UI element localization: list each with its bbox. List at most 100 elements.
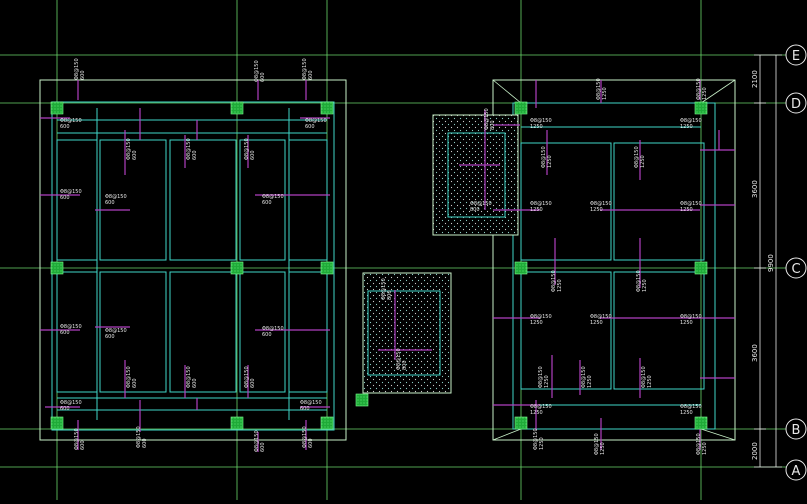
axis-grid [0, 0, 790, 500]
rebar-spec-text: Φ8@150 [530, 404, 552, 410]
rebar-length-text: 1250 [602, 87, 608, 100]
column-9 [514, 101, 528, 115]
rebar-spec-text: Φ8@150 [538, 366, 544, 388]
axis-label-a: A [792, 464, 801, 479]
rebar-length-text: 1250 [544, 375, 550, 388]
rebar-length-text: 600 [132, 378, 138, 388]
dim-text: 3600 [751, 180, 759, 198]
rebar-length-text: 1250 [547, 155, 553, 168]
rebar-spec-text: Φ8@150 [470, 201, 492, 207]
rebar-spec-text: Φ8@150 [680, 404, 702, 410]
rebar-spec-text: Φ8@150 [530, 201, 552, 207]
rebar-length-text: 600 [60, 195, 70, 201]
rebar-length-text: 1250 [640, 155, 646, 168]
axis-bubble-e [785, 44, 807, 66]
rebar-length-text: 600 [300, 406, 310, 412]
rebar-length-text: 600 [105, 200, 115, 206]
column-14 [694, 416, 708, 430]
dim-text: 3600 [751, 344, 759, 362]
rebar-length-text: 600 [250, 150, 256, 160]
rebar-length-text: 1250 [530, 124, 543, 130]
rebar-length-text: 1250 [647, 375, 653, 388]
rebar-spec-text: Φ8@150 [594, 433, 600, 455]
rebar-spec-text: Φ8@150 [105, 328, 127, 334]
rebar-length-text: 600 [80, 70, 86, 80]
rebar-length-text: 1250 [539, 437, 545, 450]
axis-bubble-b [785, 418, 807, 440]
rebar-spec-text: Φ8@150 [641, 366, 647, 388]
axis-bubble-c [785, 257, 807, 279]
axis-label-e: E [792, 49, 800, 64]
column-5 [320, 261, 334, 275]
rebar-spec-text: Φ8@150 [186, 366, 192, 388]
column-11 [514, 261, 528, 275]
left-building [39, 79, 347, 441]
dim-text: 2000 [751, 442, 759, 460]
rebar-length-text: 1250 [587, 375, 593, 388]
rebar-spec-text: Φ8@150 [381, 278, 387, 300]
rebar-spec-text: Φ8@150 [551, 270, 557, 292]
axis-label-d: D [791, 97, 801, 112]
rebar-spec-text: Φ8@150 [136, 426, 142, 448]
rebar-length-text: 1250 [530, 320, 543, 326]
rebar-length-text: 600 [262, 200, 272, 206]
column-1 [230, 101, 244, 115]
rebar-spec-text: Φ8@150 [60, 324, 82, 330]
rebar-length-text: 800 [470, 207, 480, 213]
rebar-spec-text: Φ8@150 [244, 138, 250, 160]
column-7 [230, 416, 244, 430]
rebar-length-text: 600 [250, 378, 256, 388]
rebar-spec-text: Φ8@150 [244, 366, 250, 388]
column-3 [50, 261, 64, 275]
rebar-spec-text: Φ8@150 [74, 58, 80, 80]
rebar-length-text: 600 [105, 334, 115, 340]
rebar-spec-text: Φ8@150 [126, 138, 132, 160]
axis-bubbles [785, 44, 807, 481]
rebar-length-text: 600 [308, 438, 314, 448]
rebar-spec-text: Φ8@150 [680, 314, 702, 320]
rebar-spec-text: Φ8@150 [60, 118, 82, 124]
rebar-length-text: 1250 [702, 442, 708, 455]
rebar-spec-text: Φ8@150 [484, 108, 490, 130]
rebar-spec-text: Φ8@150 [696, 433, 702, 455]
rebar-spec-text: Φ8@150 [636, 270, 642, 292]
rebar-length-text: 1250 [530, 410, 543, 416]
rebar-labels: Φ8@150600Φ8@150600Φ8@150600Φ8@150600Φ8@1… [60, 58, 708, 455]
rebar-length-text: 1250 [530, 207, 543, 213]
rebar-spec-text: Φ8@150 [262, 326, 284, 332]
rebar-spec-text: Φ8@150 [596, 78, 602, 100]
rebar-length-text: 1250 [702, 87, 708, 100]
columns [50, 101, 708, 430]
column-0 [50, 101, 64, 115]
axis-label-c: C [791, 262, 800, 277]
rebar-spec-text: Φ8@150 [186, 138, 192, 160]
rebar-length-text: 1250 [590, 320, 603, 326]
column-6 [50, 416, 64, 430]
